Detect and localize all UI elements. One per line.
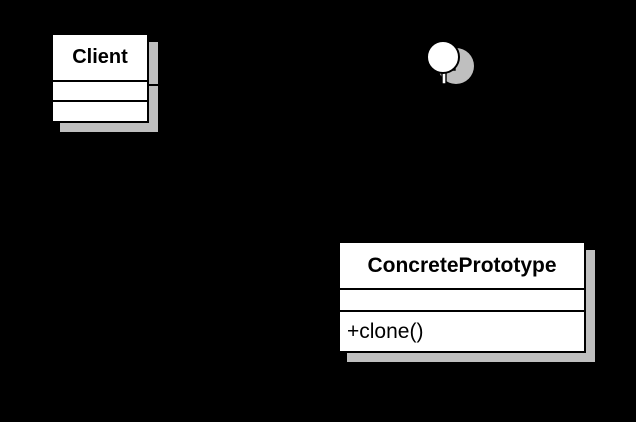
class-name-concreteprototype: ConcretePrototype (340, 243, 584, 288)
connector-client-to-prototype (149, 84, 169, 86)
interface-lollipop-marker[interactable] (418, 38, 482, 90)
class-box-client[interactable]: Client (51, 33, 149, 123)
lollipop-circle-icon (426, 40, 460, 74)
class-box-concreteprototype[interactable]: ConcretePrototype +clone() (338, 241, 586, 353)
class-attributes-concreteprototype (340, 288, 584, 310)
class-attributes-client (53, 80, 147, 100)
class-operations-client (53, 100, 147, 121)
class-name-client: Client (53, 35, 147, 80)
class-operations-concreteprototype: +clone() (340, 310, 584, 351)
